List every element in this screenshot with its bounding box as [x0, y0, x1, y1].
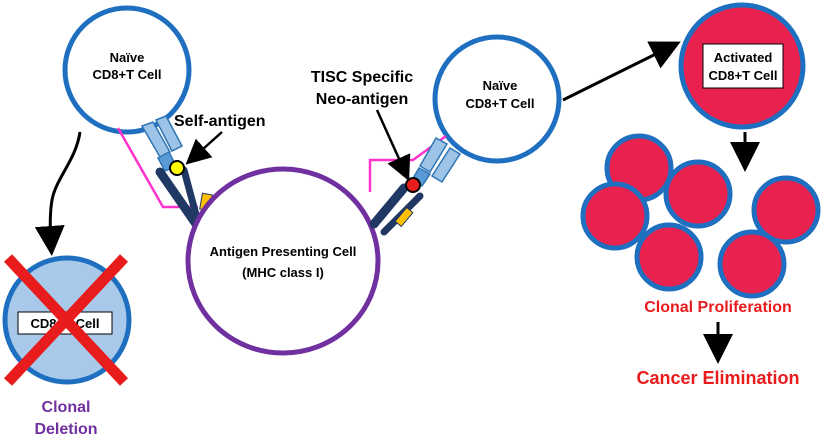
activated-cell-label-box	[702, 43, 784, 89]
neo-antigen-label-line2: Neo-antigen	[316, 91, 408, 108]
neo-antigen-label-line1: TISC Specific	[311, 69, 413, 86]
naive-cell-right-line2: CD8+T Cell	[466, 96, 535, 111]
proliferated-cell	[580, 181, 650, 251]
neo-antigen-peptide	[405, 177, 421, 193]
antigen-presenting-cell	[185, 166, 381, 356]
proliferated-cell	[663, 159, 733, 229]
tcr-right	[410, 136, 462, 188]
x-mark	[3, 254, 129, 386]
arrow-to-activated	[562, 41, 681, 102]
naive-cell-left-line1: Naïve	[110, 50, 145, 65]
proliferated-cell	[634, 222, 704, 292]
naive-cell-right	[432, 34, 562, 164]
naive-cell-left	[62, 5, 192, 135]
naive-cell-left-line2: CD8+T Cell	[93, 67, 162, 82]
mhc-right	[369, 183, 424, 236]
apc-line1: Antigen Presenting Cell	[210, 244, 357, 259]
neo-antigen-arrow	[375, 109, 411, 182]
cancer-elimination-label: Cancer Elimination	[636, 368, 799, 388]
naive-cell-right-line1: Naïve	[483, 78, 518, 93]
clonal-deletion-line2: Deletion	[34, 421, 97, 438]
self-antigen-arrow	[185, 131, 223, 165]
activated-cell-line1: Activated	[714, 50, 773, 65]
proliferated-cells	[580, 133, 821, 299]
apc-line2: (MHC class I)	[242, 265, 324, 280]
proliferated-cell	[717, 229, 787, 299]
self-antigen-peptide	[169, 160, 185, 176]
tcr-left	[140, 115, 184, 172]
clonal-deletion-line1: Clonal	[42, 399, 91, 416]
activated-cell-line2: CD8+T Cell	[709, 68, 778, 83]
clonal-proliferation-label: Clonal Proliferation	[644, 299, 792, 316]
arrow-to-deletion	[34, 131, 82, 256]
self-antigen-label: Self-antigen	[174, 113, 266, 130]
proliferated-cell	[751, 175, 821, 245]
